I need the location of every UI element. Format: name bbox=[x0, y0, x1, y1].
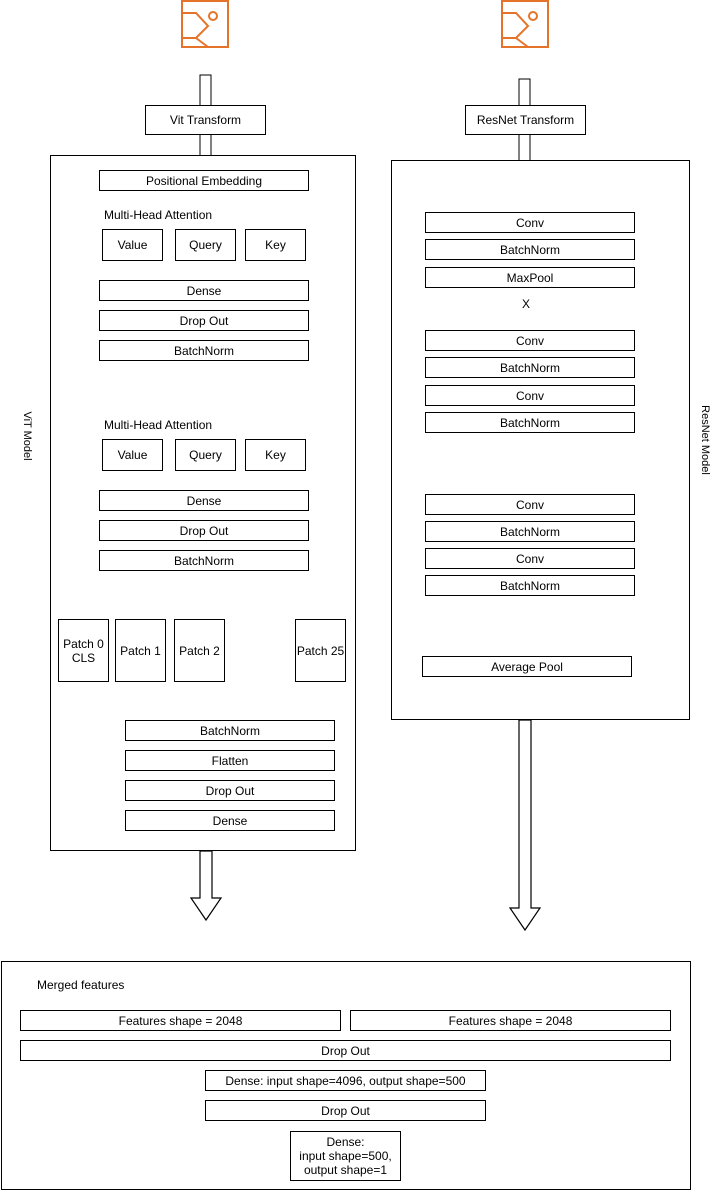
vit-mha-label-1: Multi-Head Attention bbox=[104, 208, 213, 222]
resnet-x-label: X bbox=[522, 297, 531, 311]
resnet-batchnorm-5: BatchNorm bbox=[425, 575, 635, 596]
final-dense-line-3: output shape=1 bbox=[303, 1163, 388, 1177]
vit-value-box-1: Value bbox=[102, 229, 163, 261]
vit-output-arrow bbox=[189, 850, 223, 922]
merged-dense-main: Dense: input shape=4096, output shape=50… bbox=[205, 1070, 486, 1091]
vit-query-box-2: Query bbox=[175, 439, 236, 471]
resnet-batchnorm-2: BatchNorm bbox=[425, 357, 635, 378]
vit-value-box-2: Value bbox=[102, 439, 163, 471]
vit-dropout-2: Drop Out bbox=[99, 520, 309, 541]
resnet-conv-5: Conv bbox=[425, 548, 635, 569]
resnet-average-pool: Average Pool bbox=[422, 656, 632, 677]
vit-dropout-1: Drop Out bbox=[99, 310, 309, 331]
final-dense-line-1: Dense: bbox=[326, 1135, 365, 1149]
resnet-conv-1: Conv bbox=[425, 212, 635, 233]
final-dense: Dense: input shape=500, output shape=1 bbox=[290, 1131, 401, 1181]
merged-features-title: Merged features bbox=[37, 978, 125, 992]
resnet-batchnorm-3: BatchNorm bbox=[425, 412, 635, 433]
resnet-maxpool: MaxPool bbox=[425, 267, 635, 288]
vit-head-dropout: Drop Out bbox=[125, 780, 335, 801]
resnet-model-label: ResNet Model bbox=[699, 405, 711, 475]
vit-key-box-1: Key bbox=[245, 229, 306, 261]
positional-embedding: Positional Embedding bbox=[99, 170, 309, 191]
resnet-batchnorm-1: BatchNorm bbox=[425, 239, 635, 260]
patch-2: Patch 2 bbox=[174, 619, 225, 682]
vit-head-flatten: Flatten bbox=[125, 750, 335, 771]
vit-key-box-2: Key bbox=[245, 439, 306, 471]
vit-head-batchnorm: BatchNorm bbox=[125, 720, 335, 741]
vit-dense-1: Dense bbox=[99, 280, 309, 301]
vit-batchnorm-2: BatchNorm bbox=[99, 550, 309, 571]
patch-1: Patch 1 bbox=[115, 619, 166, 682]
patch-0-cls-label: CLS bbox=[71, 650, 96, 665]
features-right: Features shape = 2048 bbox=[350, 1010, 671, 1031]
final-dense-line-2: input shape=500, bbox=[299, 1149, 392, 1163]
resnet-output-arrow bbox=[508, 719, 542, 932]
vit-transform-box: Vit Transform bbox=[145, 105, 266, 135]
resnet-transform-box: ResNet Transform bbox=[465, 105, 586, 135]
resnet-batchnorm-4: BatchNorm bbox=[425, 521, 635, 542]
vit-head-dense: Dense bbox=[125, 810, 335, 831]
merged-dropout-wide: Drop Out bbox=[20, 1040, 671, 1061]
resnet-conv-4: Conv bbox=[425, 494, 635, 515]
features-left: Features shape = 2048 bbox=[20, 1010, 341, 1031]
patch-0-label: Patch 0 bbox=[63, 636, 104, 651]
vit-model-label: ViT Model bbox=[21, 411, 33, 461]
merged-dropout: Drop Out bbox=[205, 1100, 486, 1121]
resnet-conv-2: Conv bbox=[425, 330, 635, 351]
patch-25: Patch 25 bbox=[295, 619, 346, 682]
vit-query-box-1: Query bbox=[175, 229, 236, 261]
vit-image-icon bbox=[181, 0, 229, 48]
resnet-conv-3: Conv bbox=[425, 385, 635, 406]
vit-mha-label-2: Multi-Head Attention bbox=[104, 418, 213, 432]
vit-batchnorm-1: BatchNorm bbox=[99, 340, 309, 361]
patch-0-cls: Patch 0 CLS bbox=[58, 619, 109, 682]
vit-dense-2: Dense bbox=[99, 490, 309, 511]
resnet-image-icon bbox=[501, 0, 549, 48]
